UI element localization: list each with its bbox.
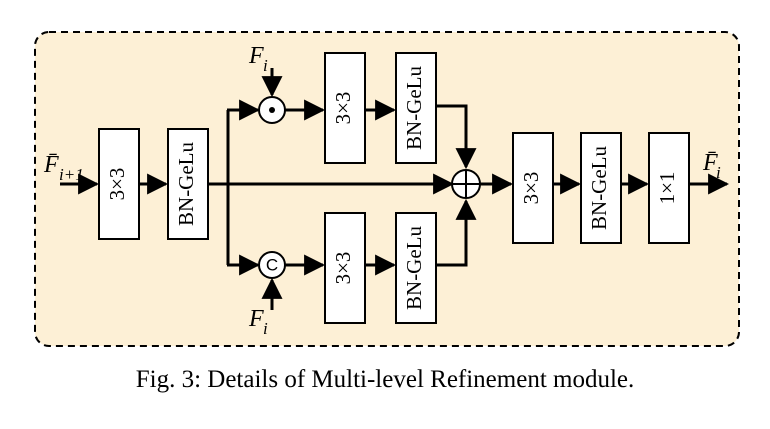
svg-text:F: F bbox=[248, 306, 264, 332]
stem-conv-label: 3×3 bbox=[105, 168, 129, 201]
svg-text:i: i bbox=[263, 319, 268, 338]
out-conv3-label: 3×3 bbox=[519, 172, 543, 205]
side-input-top-label: F i bbox=[248, 43, 268, 75]
top-bn-block bbox=[395, 52, 437, 164]
module-panel bbox=[34, 31, 740, 347]
bottom-conv-label: 3×3 bbox=[331, 252, 355, 285]
input-label: F̄ i+1 bbox=[43, 152, 84, 184]
top-conv-block bbox=[324, 52, 366, 164]
svg-text:F̄: F̄ bbox=[702, 150, 718, 176]
side-input-bottom-label: F i bbox=[248, 306, 268, 338]
out-conv3-block bbox=[512, 132, 554, 244]
multiply-dot bbox=[269, 107, 275, 113]
stem-conv-block bbox=[98, 128, 140, 240]
bottom-conv-block bbox=[324, 212, 366, 324]
svg-text:i: i bbox=[263, 56, 268, 75]
concat-label: C bbox=[266, 255, 278, 274]
bottom-bn-label: BN-GeLu bbox=[402, 226, 426, 310]
out-bn-label: BN-GeLu bbox=[587, 146, 611, 230]
bottom-bn-block bbox=[395, 212, 437, 324]
svg-text:i: i bbox=[716, 163, 721, 182]
out-conv1-label: 1×1 bbox=[655, 172, 679, 205]
bottom-to-sum-arrow bbox=[436, 198, 477, 267]
stem-bn-block bbox=[167, 128, 209, 240]
svg-text:F̄: F̄ bbox=[43, 152, 59, 178]
svg-text:F: F bbox=[248, 43, 264, 69]
out-conv1-block bbox=[648, 132, 690, 244]
stem-bn-label: BN-GeLu bbox=[174, 142, 198, 226]
figure-caption: Fig. 3: Details of Multi-level Refinemen… bbox=[135, 366, 635, 393]
top-conv-label: 3×3 bbox=[331, 92, 355, 125]
output-label: F̄ i bbox=[702, 150, 721, 182]
top-bn-label: BN-GeLu bbox=[402, 66, 426, 150]
top-to-sum-arrow bbox=[436, 104, 477, 170]
svg-text:i+1: i+1 bbox=[59, 165, 84, 184]
out-bn-block bbox=[580, 132, 622, 244]
